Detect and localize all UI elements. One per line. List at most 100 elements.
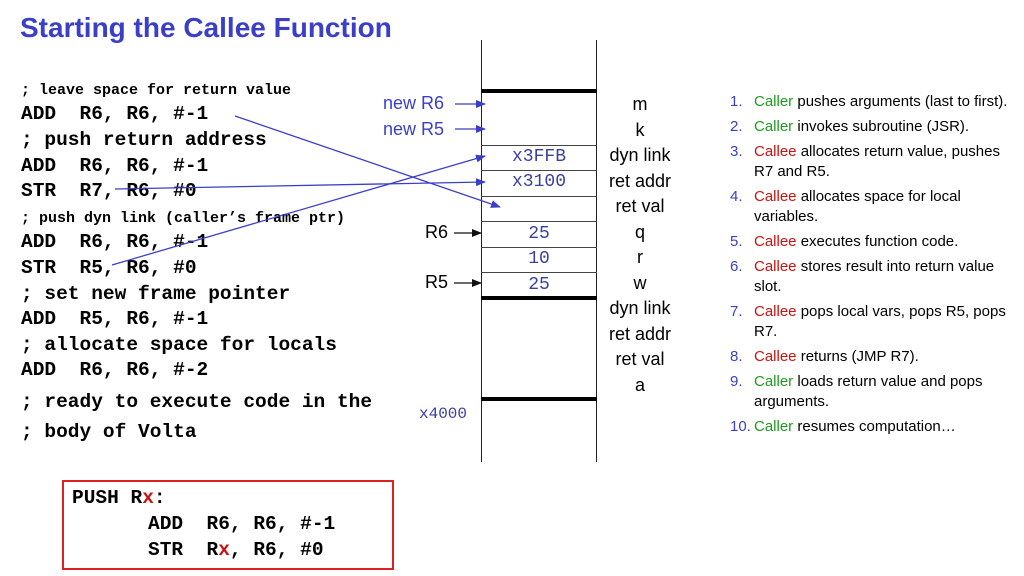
step-item: 6. Callee stores result into return value… bbox=[730, 257, 1015, 297]
step-number: 4. bbox=[730, 188, 743, 205]
stack-divider bbox=[481, 272, 597, 273]
step-item: 3. Callee allocates return value, pushes … bbox=[730, 142, 1015, 182]
frame-label: r bbox=[637, 247, 643, 267]
step-actor: Caller bbox=[754, 418, 794, 435]
frame-label: a bbox=[634, 375, 645, 395]
step-item: 9. Caller loads return value and pops arg… bbox=[730, 372, 1015, 412]
step-actor: Callee bbox=[754, 143, 797, 160]
code-comment: ; allocate space for locals bbox=[21, 334, 337, 356]
step-text: allocates return value, pushes R7 and R5… bbox=[754, 143, 1000, 180]
step-actor: Callee bbox=[754, 233, 797, 250]
stack-cell-r: 10 bbox=[528, 249, 550, 269]
stack-divider bbox=[481, 170, 597, 171]
base-address-label: x4000 bbox=[419, 405, 468, 423]
register-placeholder: x bbox=[218, 539, 230, 561]
frame-label: ret val bbox=[615, 349, 665, 369]
push-r7-arrow bbox=[114, 178, 486, 190]
step-text: returns (JMP R7). bbox=[800, 348, 919, 365]
new-r6-label: new R6 bbox=[383, 93, 445, 113]
step-number: 8. bbox=[730, 348, 743, 365]
step-number: 7. bbox=[730, 303, 743, 320]
stack-divider bbox=[481, 196, 597, 197]
push-r5-arrow bbox=[111, 154, 486, 266]
step-actor: Caller bbox=[754, 118, 794, 135]
stack-divider bbox=[481, 247, 597, 248]
push-macro-box: PUSH Rx: ADD R6, R6, #-1 STR Rx, R6, #0 bbox=[62, 480, 394, 570]
step-text: pops local vars, pops R5, pops R7. bbox=[754, 303, 1006, 340]
stack-cell-q: 25 bbox=[528, 224, 550, 244]
push-suffix: : bbox=[153, 487, 166, 509]
frame-label: dyn link bbox=[609, 298, 671, 318]
step-text: loads return value and pops arguments. bbox=[754, 373, 983, 410]
stack-cell-w: 25 bbox=[528, 275, 550, 295]
steps-list: 1. Caller pushes arguments (last to first… bbox=[730, 92, 1015, 442]
new-r5-label: new R5 bbox=[383, 119, 445, 139]
stack-cell-dyn-link: x3FFB bbox=[511, 147, 566, 167]
stack-column bbox=[481, 40, 597, 462]
step-item: 1. Caller pushes arguments (last to first… bbox=[730, 92, 1015, 112]
step-text: resumes computation… bbox=[797, 418, 956, 435]
push-prefix: PUSH R bbox=[72, 487, 143, 509]
step-item: 5. Callee executes function code. bbox=[730, 232, 1015, 252]
step-text: allocates space for local variables. bbox=[754, 188, 961, 225]
code-line: STR R5, R6, #0 bbox=[21, 257, 197, 279]
step-number: 5. bbox=[730, 233, 743, 250]
frame-label: m bbox=[632, 94, 648, 114]
str-prefix: STR R bbox=[148, 539, 219, 561]
step-item: 7. Callee pops local vars, pops R5, pops … bbox=[730, 302, 1015, 342]
code-line: ADD R6, R6, #-2 bbox=[21, 359, 209, 381]
str-suffix: , R6, #0 bbox=[229, 539, 324, 561]
frame-label: q bbox=[634, 222, 645, 242]
page-title: Starting the Callee Function bbox=[20, 12, 392, 43]
push-add-line: ADD R6, R6, #-1 bbox=[148, 513, 336, 535]
code-comment: ; ready to execute code in the bbox=[21, 391, 373, 413]
code-line: ADD R6, R6, #-1 bbox=[21, 231, 209, 253]
push-header: PUSH Rx: bbox=[72, 487, 166, 509]
code-comment: ; leave space for return value bbox=[21, 82, 292, 99]
step-number: 9. bbox=[730, 373, 743, 390]
step-actor: Caller bbox=[754, 373, 794, 390]
step-text: pushes arguments (last to first). bbox=[797, 93, 1008, 110]
step-actor: Callee bbox=[754, 258, 797, 275]
step-text: executes function code. bbox=[800, 233, 959, 250]
step-actor: Caller bbox=[754, 93, 794, 110]
code-line: ADD R6, R6, #-1 bbox=[21, 155, 209, 177]
code-comment: ; body of Volta bbox=[21, 421, 197, 443]
step-number: 2. bbox=[730, 118, 743, 135]
step-item: 8. Callee returns (JMP R7). bbox=[730, 347, 1015, 367]
step-text: stores result into return value slot. bbox=[754, 258, 995, 295]
frame-label: ret addr bbox=[608, 171, 672, 191]
step-actor: Callee bbox=[754, 348, 797, 365]
stack-cell-ret-addr: x3100 bbox=[511, 172, 566, 192]
stack-divider bbox=[481, 221, 597, 222]
frame-label: ret addr bbox=[608, 324, 672, 344]
ret-value-slot-arrow bbox=[234, 115, 501, 208]
code-line: STR R7, R6, #0 bbox=[21, 180, 197, 202]
code-comment: ; push return address bbox=[21, 129, 267, 151]
stack-divider bbox=[481, 145, 597, 146]
r5-label: R5 bbox=[425, 272, 449, 292]
step-number: 6. bbox=[730, 258, 743, 275]
step-number: 1. bbox=[730, 93, 743, 110]
code-line: ADD R5, R6, #-1 bbox=[21, 308, 209, 330]
step-actor: Callee bbox=[754, 303, 797, 320]
code-line: ADD R6, R6, #-1 bbox=[21, 103, 209, 125]
step-number: 3. bbox=[730, 143, 743, 160]
step-text: invokes subroutine (JSR). bbox=[797, 118, 970, 135]
stack-divider bbox=[481, 89, 597, 93]
step-number: 10. bbox=[730, 418, 751, 435]
frame-label: ret val bbox=[615, 196, 665, 216]
step-item: 2. Caller invokes subroutine (JSR). bbox=[730, 117, 1015, 137]
code-comment: ; push dyn link (caller’s frame ptr) bbox=[21, 210, 346, 227]
stack-base bbox=[481, 397, 597, 401]
step-actor: Callee bbox=[754, 188, 797, 205]
r6-label: R6 bbox=[425, 222, 449, 242]
frame-label: w bbox=[633, 273, 647, 293]
register-placeholder: x bbox=[142, 487, 154, 509]
step-item: 10.Caller resumes computation… bbox=[730, 417, 1015, 437]
frame-label: k bbox=[635, 120, 645, 140]
frame-label: dyn link bbox=[609, 145, 671, 165]
stack-divider bbox=[481, 296, 597, 300]
code-comment: ; set new frame pointer bbox=[21, 283, 291, 305]
